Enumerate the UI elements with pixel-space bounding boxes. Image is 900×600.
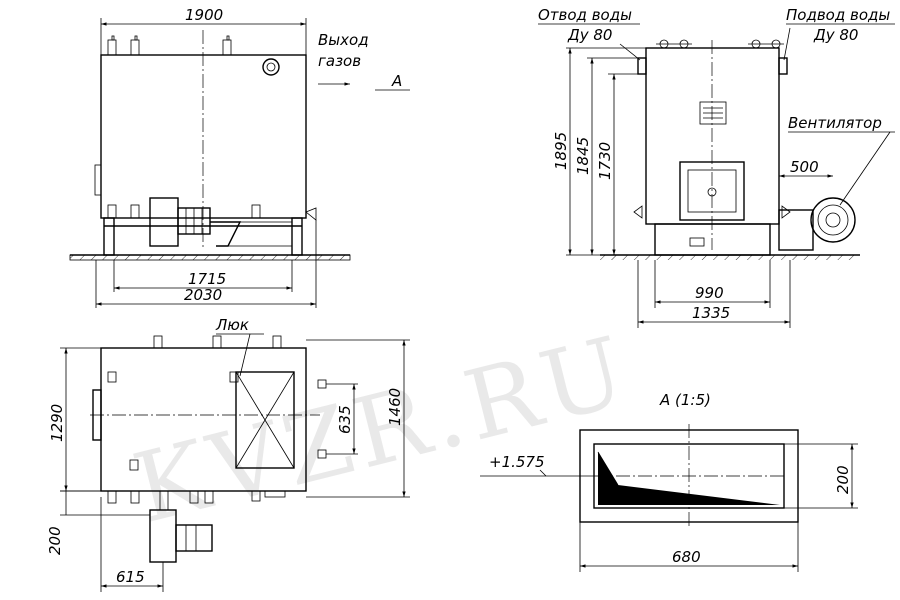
hatch (235, 371, 295, 469)
dim-side-h1: 1895 (552, 132, 570, 170)
dim-plan-fan-w: 615 (116, 568, 145, 586)
water-outlet-label: Отвод воды (538, 6, 632, 24)
fan-label: Вентилятор (788, 114, 882, 132)
dim-side-fan: 500 (790, 158, 819, 176)
dim-front-bottom-inner: 1715 (188, 270, 226, 288)
water-outlet-size: Ду 80 (567, 26, 612, 44)
level-mark: +1.575 (489, 453, 545, 471)
dim-plan-h-outer: 1460 (386, 388, 404, 426)
dim-plan-h: 1290 (48, 404, 66, 442)
top-valves (656, 39, 784, 49)
gas-outlet-label-1: Выход (318, 31, 369, 49)
top-fittings (107, 35, 232, 56)
dim-front-top: 1900 (185, 6, 223, 24)
dim-side-h3: 1730 (596, 142, 614, 180)
dim-detail-h: 200 (834, 465, 852, 494)
plan-view: 1290 1460 635 200 615 Люк (46, 316, 410, 592)
hatch-label: Люк (215, 316, 249, 334)
profile-fill (598, 452, 780, 505)
nameplate (699, 101, 727, 125)
dim-side-w1: 990 (695, 284, 724, 302)
watermark: KVZR.RU (123, 314, 641, 545)
water-inlet-label: Подвод воды (786, 6, 890, 24)
flue-outlet-icon (262, 58, 280, 76)
detail-title: А (1:5) (659, 391, 711, 409)
dim-plan-fan-h: 200 (46, 526, 64, 555)
fan-housing (149, 197, 179, 247)
dim-side-w2: 1335 (692, 304, 730, 322)
fan-icon (778, 197, 856, 251)
dim-front-bottom-outer: 2030 (184, 286, 222, 304)
gas-outlet-label-2: газов (318, 52, 361, 70)
dim-side-h2: 1845 (574, 137, 592, 175)
detail-a: А (1:5) +1.575 200 680 (480, 391, 858, 572)
dim-detail-w: 680 (672, 548, 701, 566)
water-inlet-size: Ду 80 (813, 26, 858, 44)
furnace-door (679, 161, 745, 221)
front-view: 1900 1715 2030 Выход газов A (69, 6, 410, 308)
view-ref-a: A (391, 72, 402, 90)
side-view: 1895 1845 1730 500 990 1335 Отвод воды Д… (538, 6, 895, 328)
dim-plan-hatch: 635 (336, 405, 354, 434)
